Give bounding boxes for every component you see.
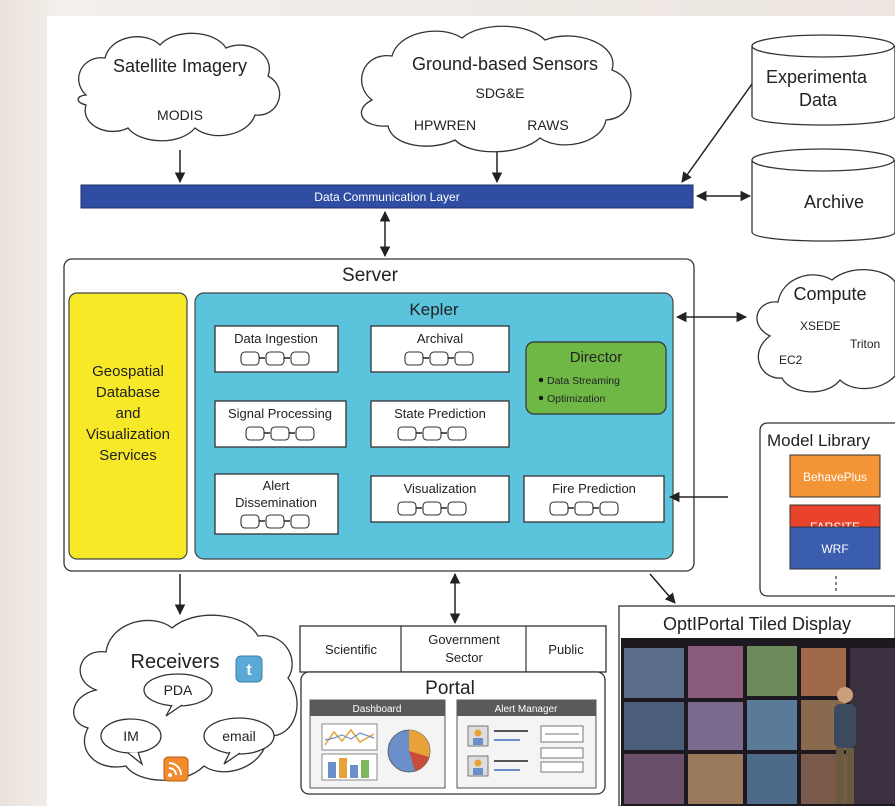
hpwren-label: HPWREN	[414, 117, 476, 133]
director-item-data-streaming: Data Streaming	[547, 375, 620, 387]
compute-ec2: EC2	[779, 353, 803, 367]
actor-signal-processing: Signal Processing	[214, 400, 347, 448]
archive-cylinder: Archive	[751, 148, 895, 242]
data-communication-layer: Data Communication Layer	[80, 184, 694, 209]
geospatial-services: Geospatial Database and Visualization Se…	[68, 292, 188, 560]
actor-archival: Archival	[370, 325, 510, 373]
ground-sensors-title: Ground-based Sensors	[412, 54, 598, 74]
receivers-title: Receivers	[131, 651, 220, 673]
dashboard-panel: Dashboard	[309, 699, 446, 789]
pipeline-icon	[245, 426, 315, 441]
actor-archival-label: Archival	[417, 331, 463, 346]
source-arrows	[174, 83, 753, 258]
experimental-data-line2: Data	[799, 90, 838, 110]
receiver-email: email	[222, 728, 255, 744]
model-behaveplus: BehavePlus	[803, 470, 867, 484]
model-library: Model Library BehavePlus FARSITE	[759, 422, 895, 597]
actor-fire-prediction: Fire Prediction	[523, 475, 665, 523]
bar-chart-icon	[321, 753, 378, 781]
experimental-data-line1: Experimenta	[766, 67, 868, 87]
sdge-label: SDG&E	[475, 85, 524, 101]
pipeline-icon	[404, 351, 474, 366]
actor-alert-dissemination-line1: Alert	[263, 478, 290, 493]
actor-state-prediction-label: State Prediction	[394, 406, 486, 421]
dashboard-label: Dashboard	[353, 704, 402, 715]
compute-cloud: Compute XSEDE Triton EC2	[756, 268, 895, 393]
actor-signal-processing-label: Signal Processing	[228, 406, 332, 421]
satellite-imagery-cloud: Satellite Imagery MODIS	[77, 32, 281, 142]
receiver-im: IM	[123, 728, 139, 744]
alert-manager-label: Alert Manager	[495, 704, 558, 715]
tiled-display-photo	[621, 638, 895, 806]
satellite-imagery-title: Satellite Imagery	[113, 56, 247, 76]
actor-data-ingestion: Data Ingestion	[214, 325, 339, 373]
portal-title: Portal	[425, 678, 475, 699]
actor-data-ingestion-label: Data Ingestion	[234, 331, 318, 346]
alert-list-icon	[467, 725, 584, 777]
raws-label: RAWS	[527, 117, 568, 133]
compute-xsede: XSEDE	[800, 319, 841, 333]
portal-sectors: Scientific Government Sector Public	[299, 625, 607, 673]
actor-fire-prediction-label: Fire Prediction	[552, 481, 636, 496]
geospatial-line5: Services	[99, 447, 157, 464]
pipeline-icon	[397, 426, 467, 441]
pipeline-icon	[397, 501, 467, 516]
modis-label: MODIS	[157, 107, 203, 123]
actor-alert-dissemination: Alert Dissemination	[214, 473, 339, 535]
sector-scientific: Scientific	[325, 642, 378, 657]
rss-icon	[163, 756, 189, 782]
svg-text:t: t	[246, 662, 252, 679]
director-title: Director	[570, 349, 623, 366]
pie-chart-icon	[387, 729, 431, 773]
sector-government-line2: Sector	[445, 650, 483, 665]
optiportal-display: OptIPortal Tiled Display	[618, 605, 895, 806]
twitter-icon: t	[235, 655, 263, 683]
receiver-pda: PDA	[164, 682, 193, 698]
geospatial-line1: Geospatial	[92, 363, 164, 380]
geospatial-line2: Database	[96, 384, 160, 401]
geospatial-line4: Visualization	[86, 426, 170, 443]
geospatial-line3: and	[115, 405, 140, 422]
alert-manager-panel: Alert Manager	[456, 699, 597, 789]
kepler-title: Kepler	[409, 300, 458, 319]
model-wrf: WRF	[821, 542, 848, 556]
actor-visualization: Visualization	[370, 475, 510, 523]
person-silhouette	[834, 687, 856, 804]
optiportal-title: OptIPortal Tiled Display	[663, 614, 851, 634]
compute-title: Compute	[793, 284, 866, 304]
experimental-data-cylinder: Experimenta Data	[751, 34, 895, 126]
director-item-optimization: Optimization	[547, 393, 606, 405]
email-bubble: email	[203, 717, 275, 765]
pipeline-icon	[240, 514, 310, 529]
line-chart-icon	[321, 723, 378, 751]
server-title: Server	[342, 265, 399, 286]
pda-bubble: PDA	[143, 673, 213, 717]
im-bubble: IM	[100, 718, 162, 766]
pipeline-icon	[549, 501, 619, 516]
ground-sensors-cloud: Ground-based Sensors SDG&E HPWREN RAWS	[360, 25, 632, 153]
server-optiportal-arrow	[649, 573, 676, 604]
actor-state-prediction: State Prediction	[370, 400, 510, 448]
data-communication-layer-label: Data Communication Layer	[314, 190, 459, 204]
actor-visualization-label: Visualization	[404, 481, 477, 496]
model-wrf-box: WRF	[789, 526, 881, 592]
director-box: Director Data Streaming Optimization	[525, 341, 667, 415]
actor-alert-dissemination-line2: Dissemination	[235, 495, 317, 510]
pipeline-icon	[240, 351, 310, 366]
model-library-title: Model Library	[767, 431, 870, 450]
compute-triton: Triton	[850, 337, 880, 351]
archive-label: Archive	[804, 192, 864, 212]
sector-government-line1: Government	[428, 632, 500, 647]
sector-public: Public	[548, 642, 584, 657]
